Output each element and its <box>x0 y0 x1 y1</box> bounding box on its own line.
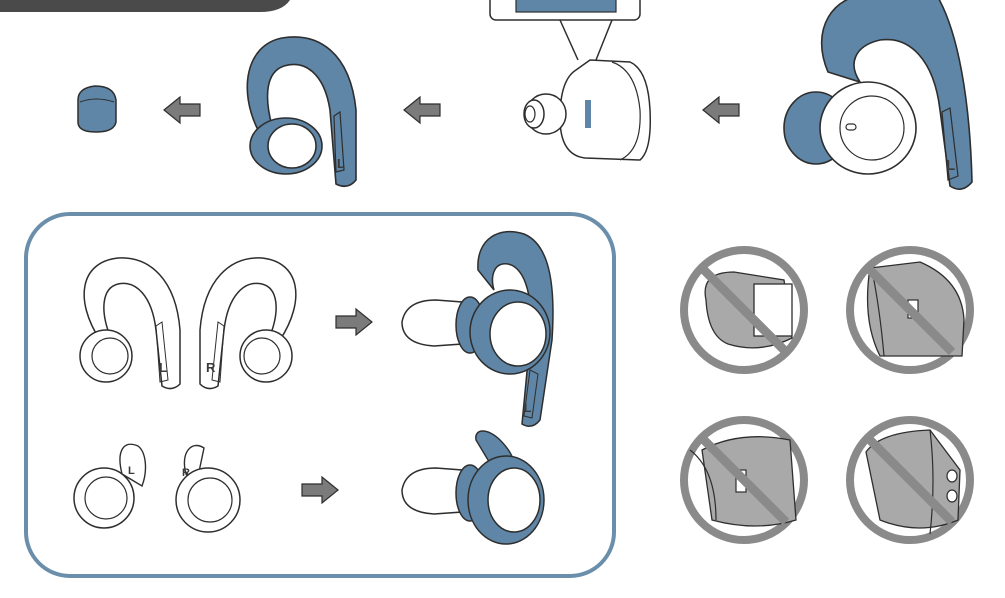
header-bar <box>0 0 290 12</box>
hook-label: L <box>524 401 531 415</box>
prohibited-icon <box>684 420 804 540</box>
prohibited-icon <box>850 250 970 370</box>
hook-label: L <box>337 156 345 171</box>
arrow-left-icon <box>404 97 440 123</box>
arrow-left-icon <box>703 97 739 123</box>
earbud-in-case-icon <box>490 0 650 160</box>
ear-hook-icon: L <box>247 37 356 186</box>
prohibited-icon <box>850 420 970 540</box>
fin-left-label: L <box>128 465 135 477</box>
prohibited-icon <box>684 250 804 370</box>
earbud-with-hook-icon: L <box>784 0 972 189</box>
hook-left-label: L <box>159 360 167 375</box>
arrow-left-icon <box>164 97 200 123</box>
hook-right-label: R <box>206 360 216 375</box>
eartip-icon <box>78 86 116 132</box>
hook-label: L <box>946 157 955 174</box>
